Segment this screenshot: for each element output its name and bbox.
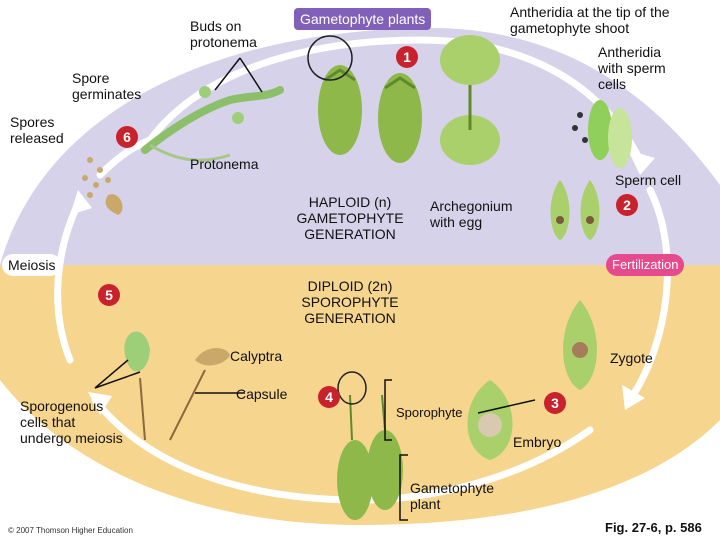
label-buds-on-protonema: Buds on protonema xyxy=(190,18,257,50)
copyright-text: © 2007 Thomson Higher Education xyxy=(8,526,133,535)
sporophyte-illustration xyxy=(337,371,403,520)
step-badge-4: 4 xyxy=(318,386,340,408)
meiosis-box: Meiosis xyxy=(2,254,62,276)
label-embryo: Embryo xyxy=(513,434,562,450)
figure-caption: Fig. 27-6, p. 586 xyxy=(605,520,702,535)
step-badge-1: 1 xyxy=(396,46,418,68)
archegonia-illustration xyxy=(550,180,600,240)
antheridia-illustration xyxy=(572,100,632,168)
sporogenous-pointer-2 xyxy=(94,371,141,389)
cycle-arrowheads xyxy=(70,150,655,415)
label-sperm-cell: Sperm cell xyxy=(615,172,682,188)
fertilization-box: Fertilization xyxy=(606,254,685,276)
label-diploid-generation: DIPLOID (2n) SPOROPHYTE GENERATION xyxy=(301,278,399,326)
label-antheridia-tip: Antheridia at the tip of the gametophyte… xyxy=(510,4,670,36)
zygote-illustration xyxy=(563,300,597,390)
gametophyte-plant-bracket xyxy=(399,454,408,521)
label-protonema: Protonema xyxy=(190,156,259,172)
spores-illustration xyxy=(82,157,123,215)
embryo-illustration xyxy=(467,380,513,460)
sporophyte-bracket xyxy=(384,379,392,441)
label-archegonium: Archegonium with egg xyxy=(430,198,513,230)
sporophyte-box: Sporophyte xyxy=(394,402,465,424)
step-badge-5: 5 xyxy=(98,284,120,306)
step-badge-6: 6 xyxy=(116,126,138,148)
step-badge-2: 2 xyxy=(616,194,638,216)
title-box: Gametophyte plants xyxy=(294,8,432,30)
buds-pointer-1 xyxy=(214,57,241,91)
sporogenous-pointer-1 xyxy=(94,359,129,389)
capsule-illustration xyxy=(124,331,230,441)
label-sporogenous: Sporogenous cells that undergo meiosis xyxy=(20,398,123,446)
label-haploid-generation: HAPLOID (n) GAMETOPHYTE GENERATION xyxy=(296,194,404,242)
protonema-filament xyxy=(141,86,284,162)
label-spore-germinates: Spore germinates xyxy=(72,70,142,102)
haploid-region xyxy=(0,28,720,265)
step-badge-3: 3 xyxy=(544,392,566,414)
label-spores-released: Spores released xyxy=(10,114,64,146)
label-capsule: Capsule xyxy=(236,386,288,402)
label-calyptra: Calyptra xyxy=(230,348,283,364)
label-zygote: Zygote xyxy=(610,350,653,366)
gametophyte-plants xyxy=(307,35,500,165)
sporophyte-pointer xyxy=(477,399,536,414)
label-gametophyte-plant: Gametophyte plant xyxy=(410,480,495,512)
buds-pointer-2 xyxy=(239,57,263,93)
label-antheridia-sperm: Antheridia with sperm cells xyxy=(598,44,666,92)
